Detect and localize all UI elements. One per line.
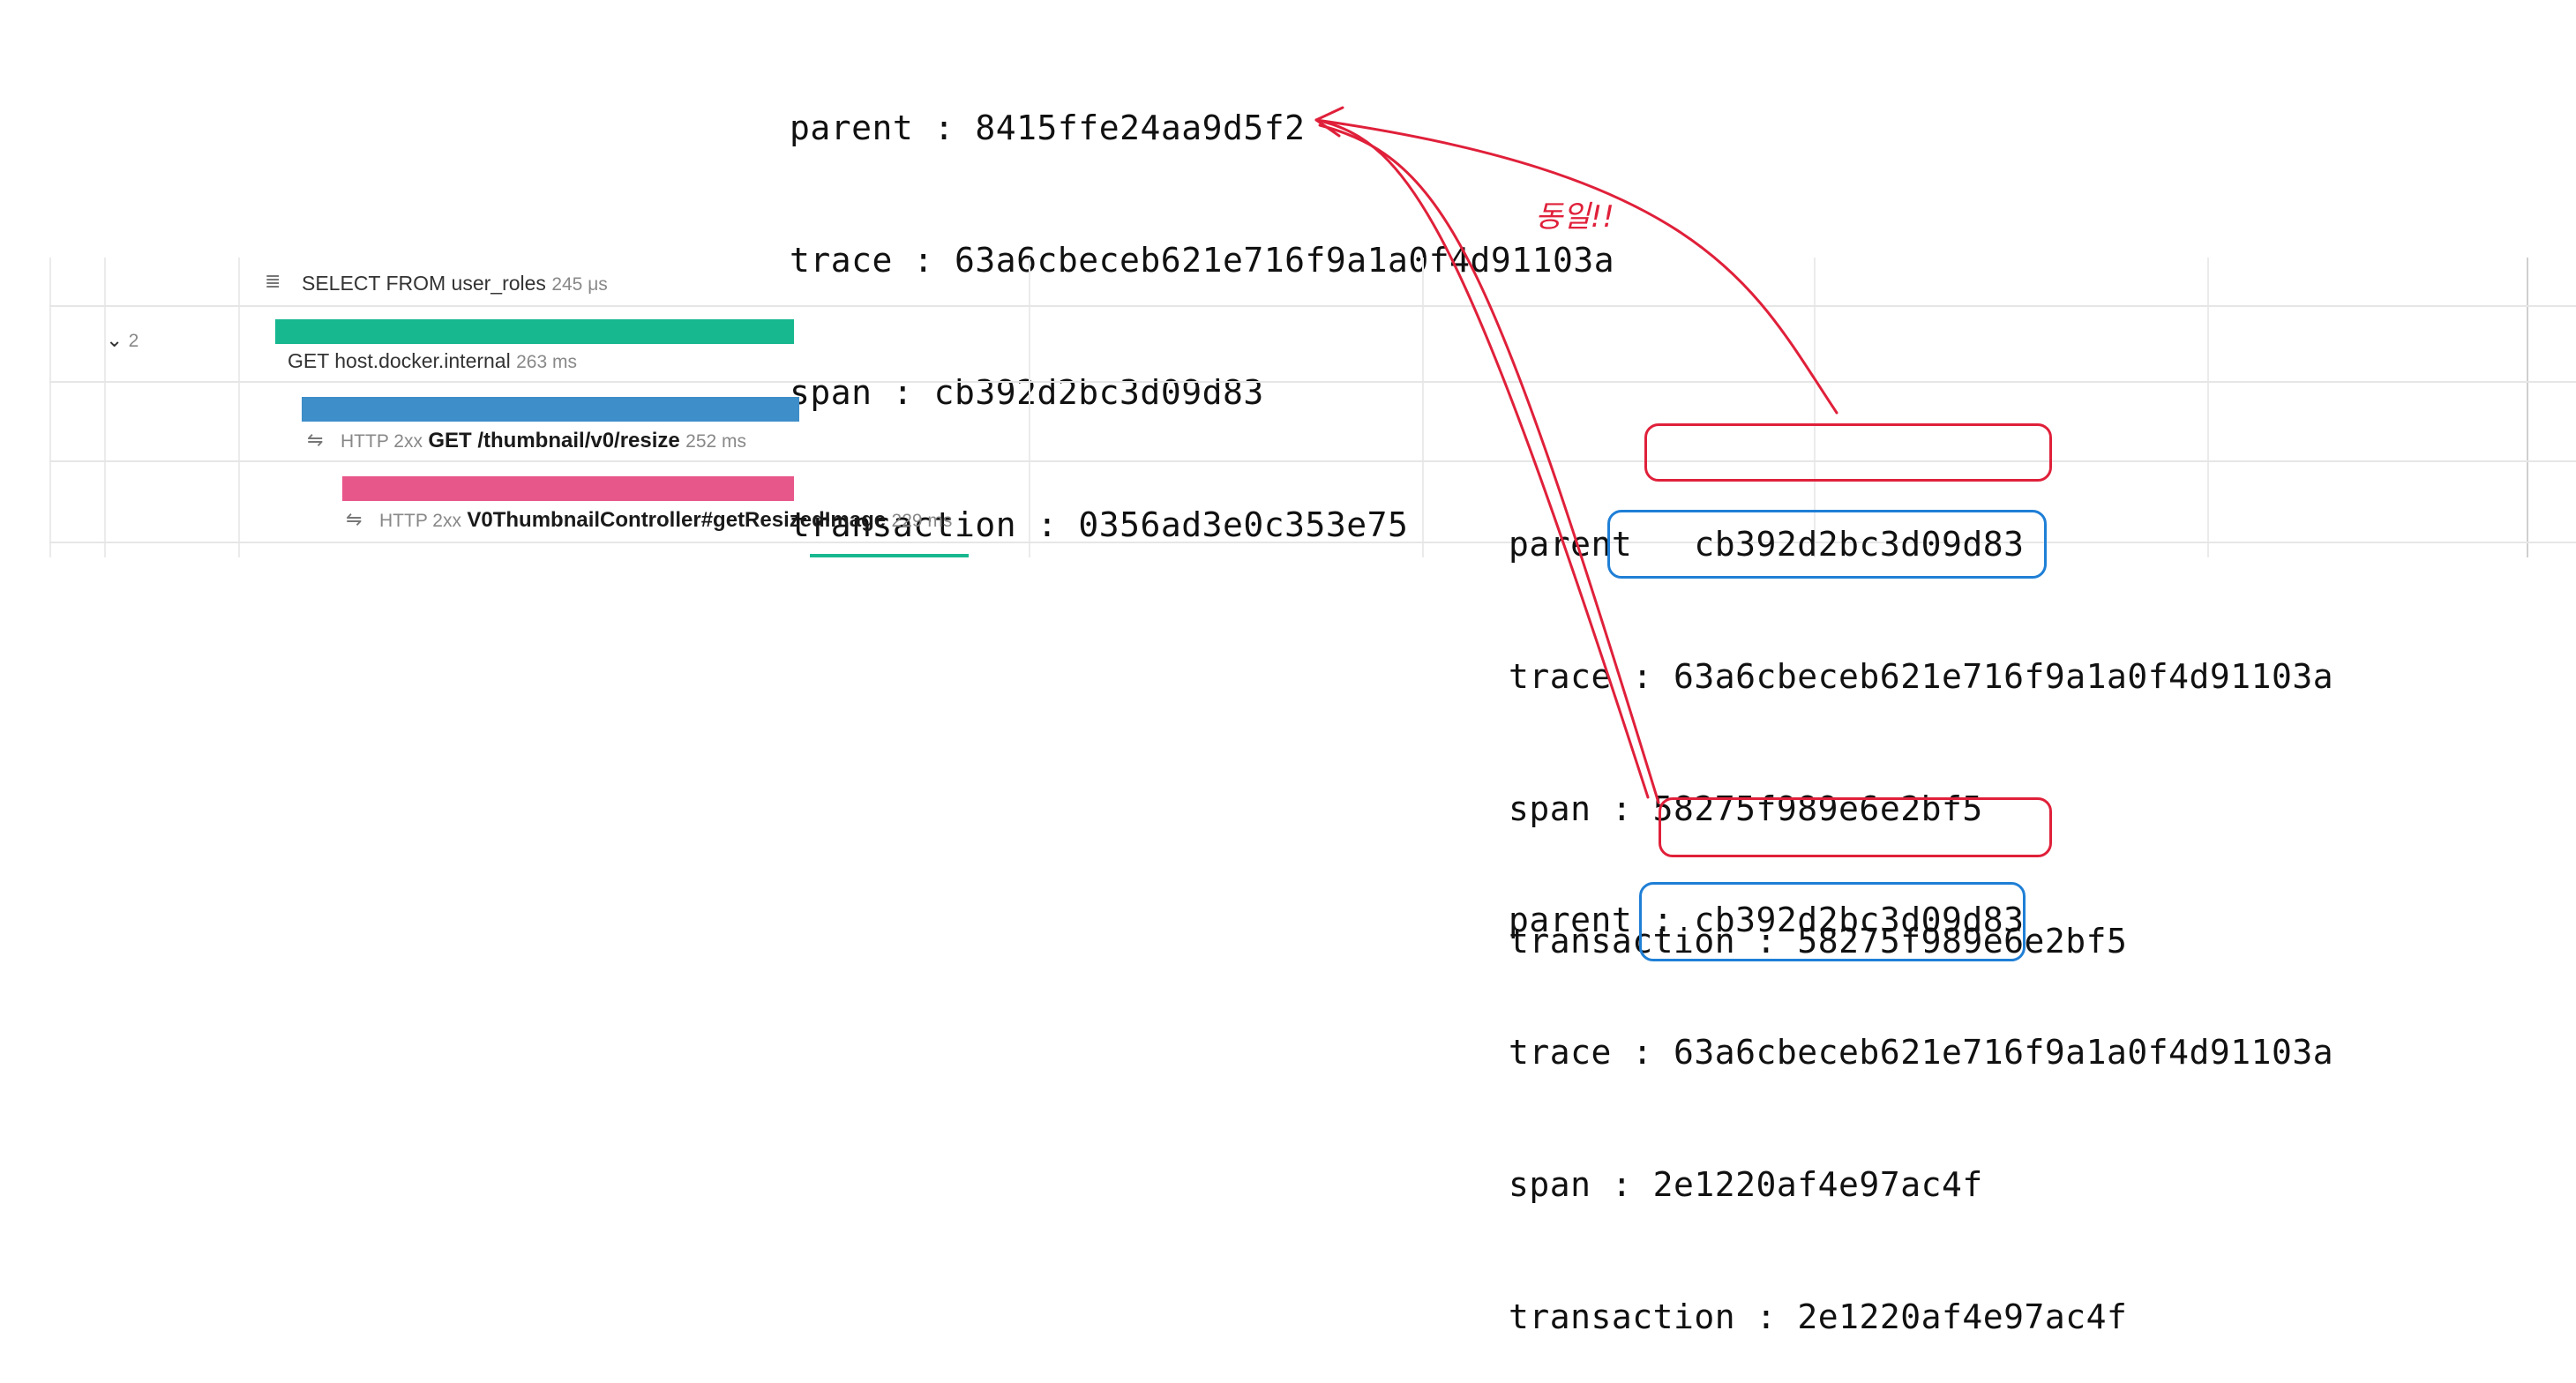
span-bar-controller[interactable] — [342, 476, 794, 501]
annotation-arrows — [1314, 106, 1838, 804]
chevron-down-icon[interactable]: ⌄ — [106, 328, 124, 351]
bottom-span-highlight — [1639, 882, 2026, 961]
same-annotation: 동일!! — [1535, 199, 1614, 235]
span-row-thumbnail-resize[interactable]: HTTP 2xx GET /thumbnail/v0/resize 252 ms — [341, 429, 747, 452]
span-bar-get-host[interactable] — [275, 319, 794, 344]
top-parent-line: parent : 8415ffe24aa9d5f2 — [790, 108, 1306, 147]
middle-span-line: span : 58275f989e6e2bf5 — [1509, 789, 1983, 828]
middle-parent-highlight — [1644, 423, 2052, 482]
bottom-transaction-line: transaction : 2e1220af4e97ac4f — [1509, 1297, 2128, 1336]
row-toggle[interactable]: ⌄ 2 — [106, 328, 139, 351]
span-row-get-host[interactable]: GET host.docker.internal 263 ms — [288, 349, 577, 372]
top-transaction-line: transaction : 0356ad3e0c353e75 — [790, 505, 1409, 544]
bottom-trace-line: trace : 63a6cbeceb621e716f9a1a0f4d91103a — [1509, 1033, 2334, 1072]
span-bar-next[interactable] — [810, 554, 969, 557]
top-id-block: parent : 8415ffe24aa9d5f2 trace : 63a6cb… — [790, 18, 1614, 591]
http-icon: ⇋ — [307, 429, 324, 451]
bottom-parent-highlight — [1659, 797, 2052, 857]
middle-id-block: parent cb392d2bc3d09d83 trace : 63a6cbec… — [1509, 434, 2333, 1007]
span-row-select[interactable]: SELECT FROM user_roles 245 μs — [302, 272, 608, 295]
http-icon: ⇋ — [346, 508, 363, 530]
bottom-span-line: span : 2e1220af4e97ac4f — [1509, 1165, 1983, 1204]
middle-span-highlight — [1607, 510, 2047, 579]
middle-trace-line: trace : 63a6cbeceb621e716f9a1a0f4d91103a — [1509, 657, 2334, 696]
middle-parent-line: parent cb392d2bc3d09d83 — [1509, 525, 2025, 564]
middle-transaction-line: transaction : 58275f989e6e2bf5 — [1509, 922, 2128, 961]
span-bar-thumbnail-resize[interactable] — [302, 397, 799, 422]
bottom-parent-line: parent : cb392d2bc3d09d83 — [1509, 901, 2025, 939]
database-icon: ≣ — [265, 270, 281, 292]
trace-waterfall-panel: ≣ SELECT FROM user_roles 245 μs ⌄ 2 GET … — [49, 258, 2576, 557]
top-trace-line: trace : 63a6cbeceb621e716f9a1a0f4d91103a — [790, 241, 1615, 280]
span-row-controller[interactable]: HTTP 2xx V0ThumbnailController#getResize… — [379, 508, 953, 532]
top-span-line: span : cb392d2bc3d09d83 — [790, 373, 1264, 412]
